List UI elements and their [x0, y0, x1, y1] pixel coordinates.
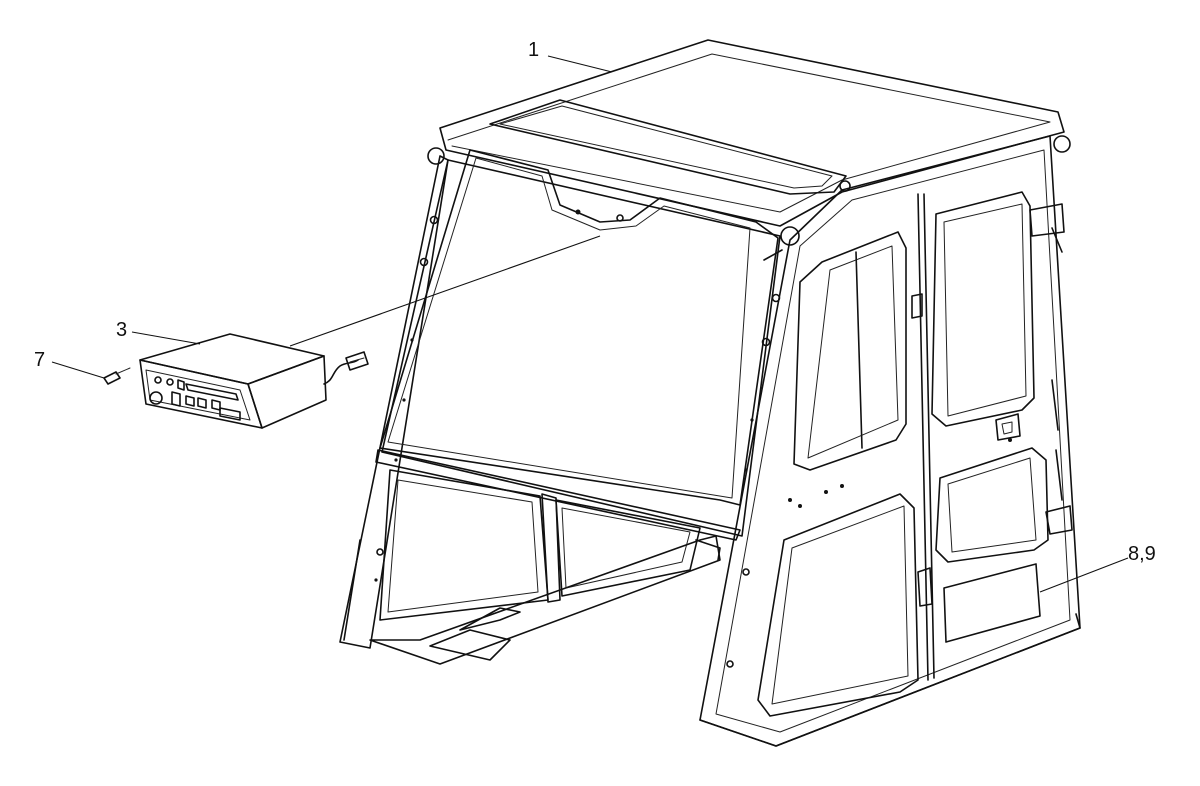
- callout-1: 1: [528, 39, 540, 61]
- front-windshield: [379, 149, 779, 506]
- leader-line-radio-to-cab: [289, 235, 601, 347]
- callout-3: 3: [116, 319, 128, 341]
- windshield-lower-rail: [375, 449, 741, 541]
- radio-faceplate: [139, 359, 263, 429]
- door-window-right: [931, 191, 1035, 427]
- leader-line-1: [547, 55, 613, 73]
- label-plate: [943, 563, 1041, 643]
- radio-unit: [103, 333, 369, 429]
- door-window-left: [793, 231, 907, 471]
- cab-roof: [439, 39, 1065, 227]
- cab-front-pillar: [339, 155, 449, 649]
- leader-line-8-9: [1039, 557, 1129, 593]
- callout-8-9: 8,9: [1128, 543, 1156, 565]
- leader-line-7: [51, 361, 105, 379]
- screw: [103, 371, 121, 385]
- cab-side-door: [699, 135, 1081, 747]
- operator-cab: [339, 39, 1081, 747]
- leader-line-3: [131, 331, 201, 345]
- cab-floor-rail: [369, 535, 721, 665]
- callout-7: 7: [34, 349, 46, 371]
